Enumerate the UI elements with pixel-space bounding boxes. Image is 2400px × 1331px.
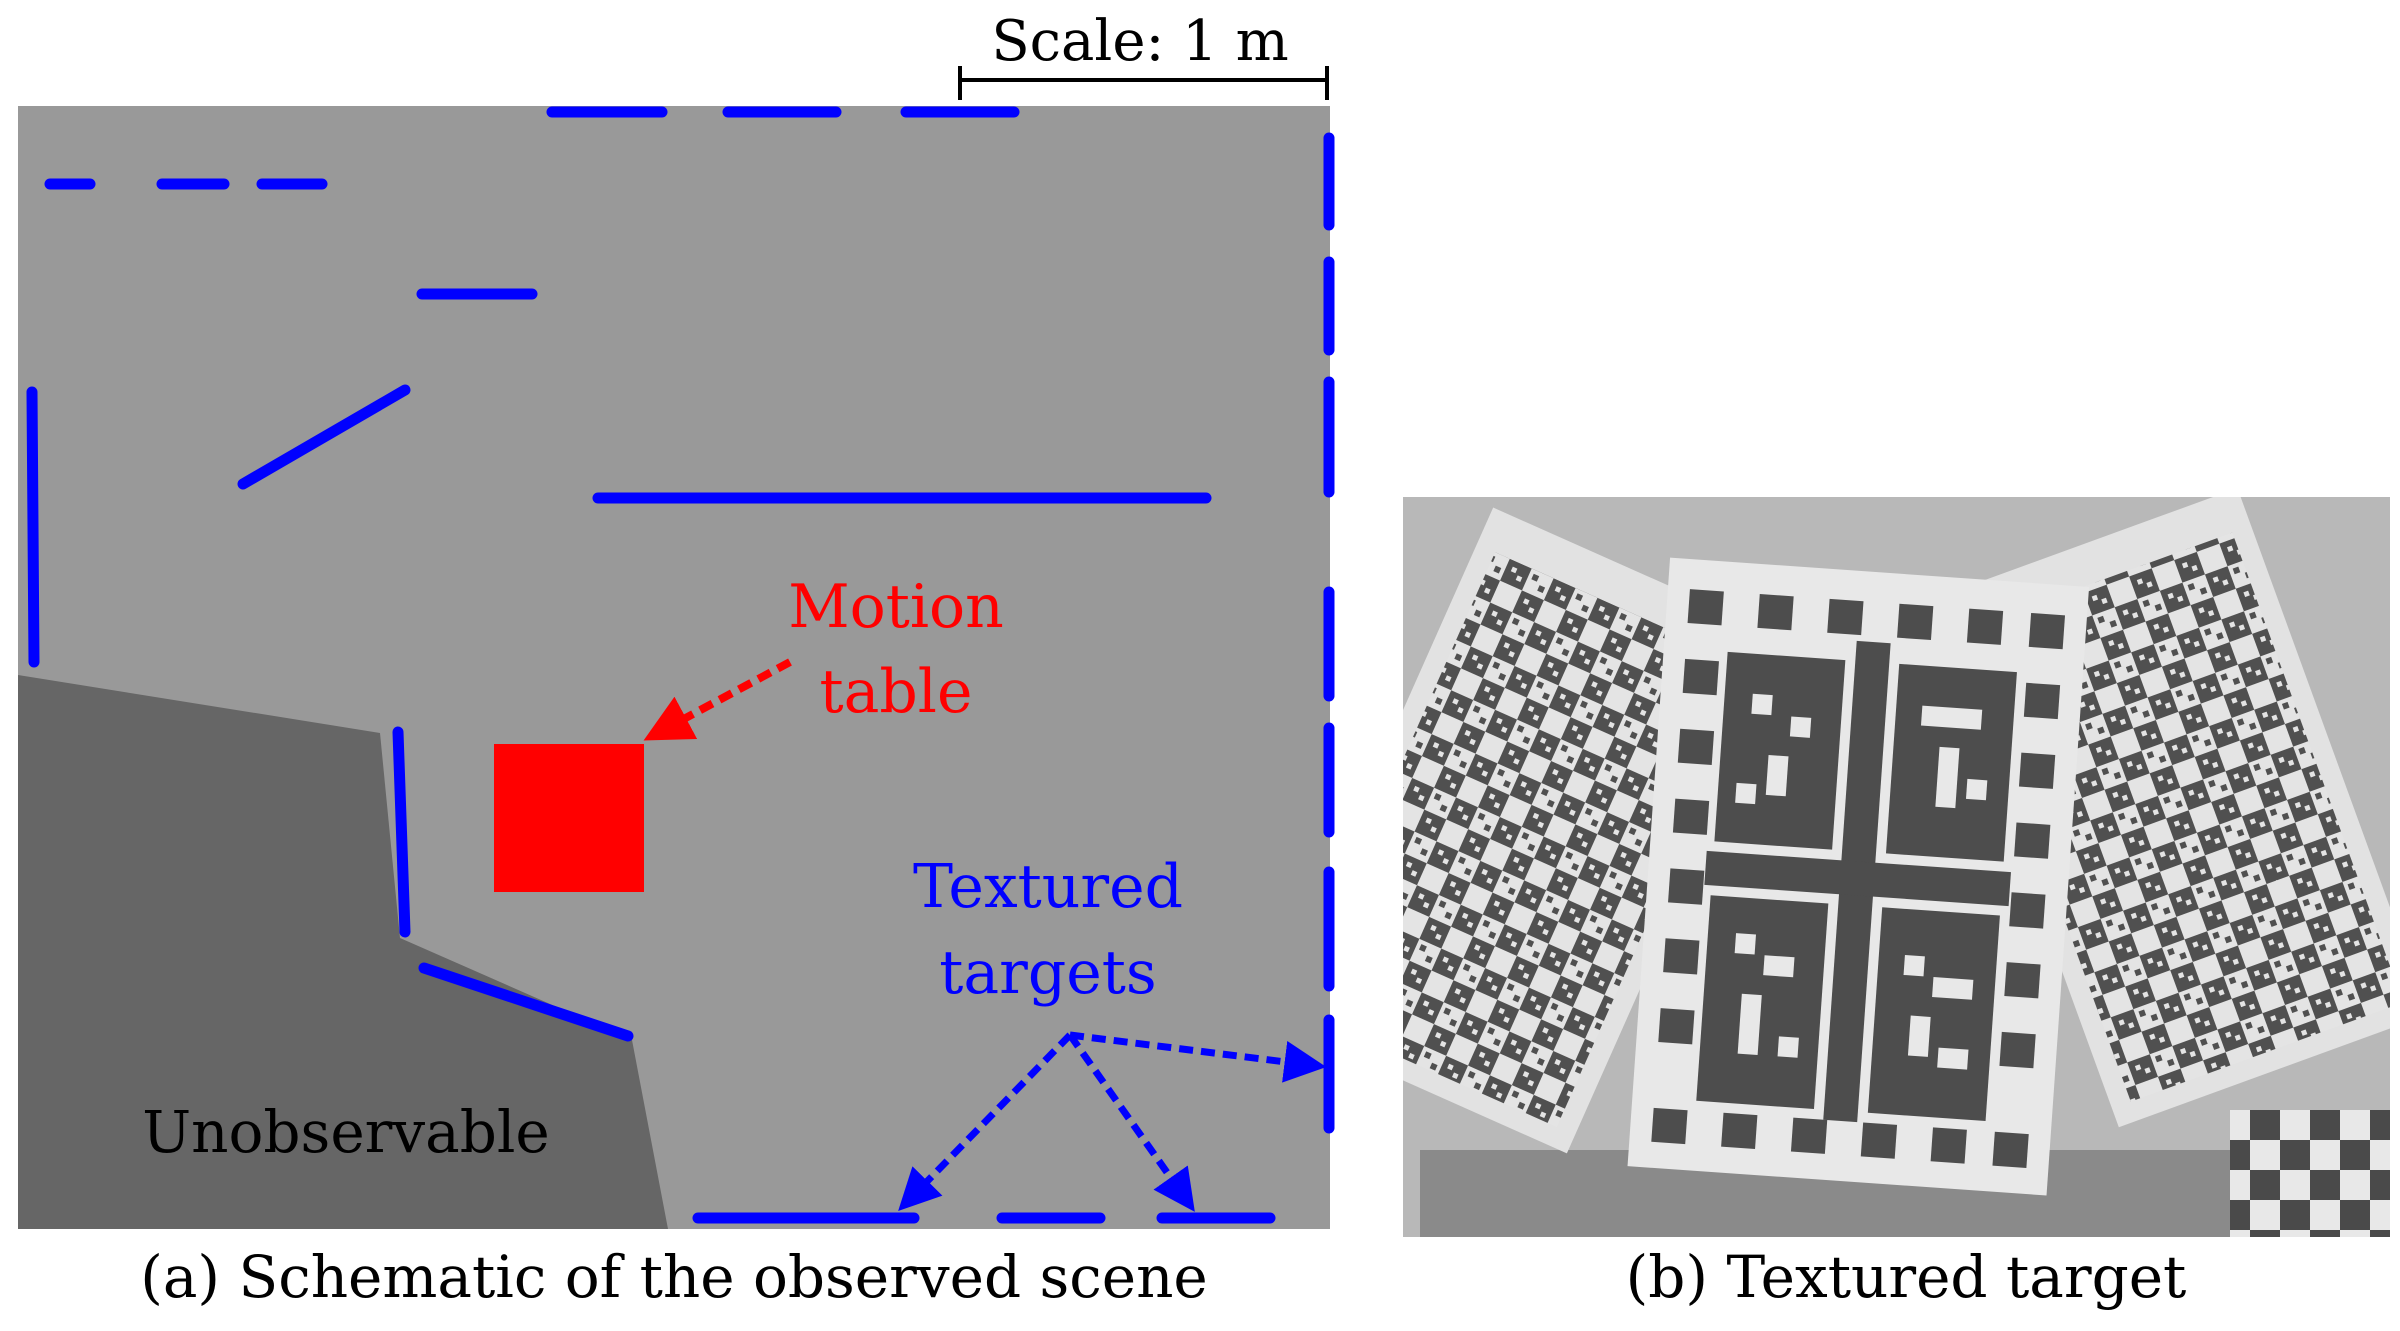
caption-a: (a) Schematic of the observed scene bbox=[140, 1243, 1208, 1311]
motion-label-line2: table bbox=[820, 657, 973, 727]
front-target-sheet bbox=[1627, 557, 2090, 1196]
caption-b: (b) Textured target bbox=[1626, 1243, 2187, 1311]
scale-bar bbox=[958, 66, 1329, 100]
motion-table bbox=[494, 744, 644, 892]
targets-label-line1: Textured bbox=[913, 852, 1183, 922]
motion-table-arrow bbox=[643, 658, 792, 741]
scale-label: Scale: 1 m bbox=[991, 9, 1288, 74]
textured-targets-arrows bbox=[898, 1031, 1327, 1212]
aruco-markers bbox=[1696, 651, 2017, 1122]
unobservable-region bbox=[18, 675, 668, 1229]
textured-target-walls bbox=[26, 106, 1335, 1224]
targets-label-line2: targets bbox=[939, 938, 1156, 1008]
textured-target-photo bbox=[1403, 497, 2390, 1237]
motion-label-line1: Motion bbox=[788, 572, 1004, 642]
unobservable-label: Unobservable bbox=[142, 1098, 549, 1166]
scene-schematic: Scale: 1 m Motion table Textured targets… bbox=[18, 9, 1335, 1229]
